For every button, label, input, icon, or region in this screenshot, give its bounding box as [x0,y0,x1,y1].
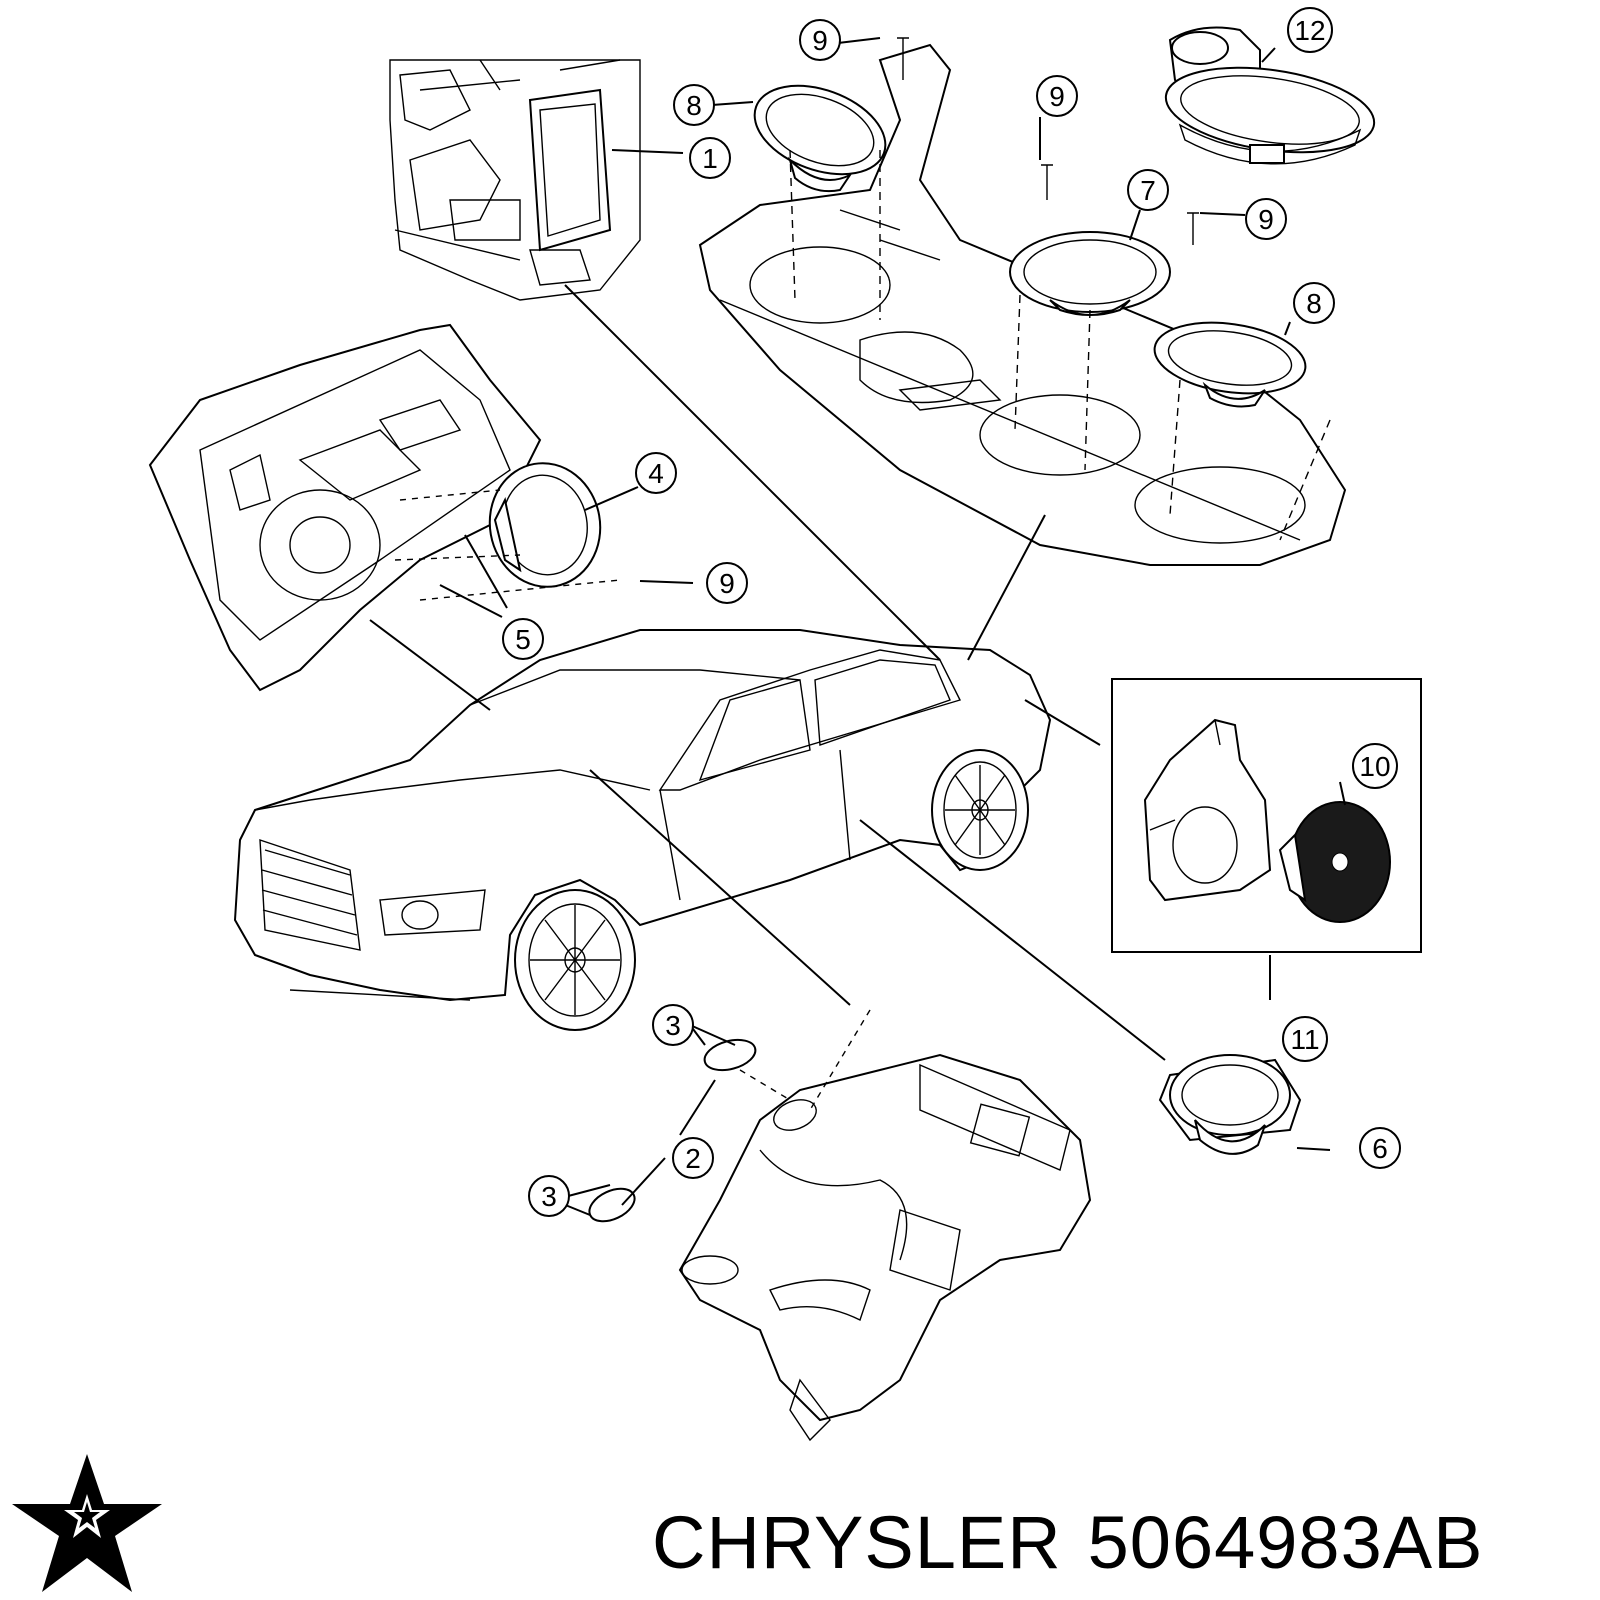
callout-8-upper: 8 [673,84,715,126]
callout-8-upper-label: 8 [686,90,702,121]
chrysler-pentastar-icon [12,1454,162,1592]
callout-3-lower-label: 3 [541,1181,557,1212]
callout-9-middle-label: 9 [1049,81,1065,112]
amplifier-assembly [389,59,641,301]
callout-9-right: 9 [1245,198,1287,240]
callout-5-label: 5 [515,624,531,655]
part-number: 5064983AB [1087,1501,1484,1584]
callout-12-label: 12 [1294,15,1325,46]
callout-8-lower: 8 [1293,282,1335,324]
callout-9-middle: 9 [1036,75,1078,117]
leader-lines [369,37,1346,1216]
callout-3-upper: 3 [652,1004,694,1046]
callout-2-label: 2 [685,1143,701,1174]
rear-door-speaker [1158,1054,1302,1155]
callout-3-upper-label: 3 [665,1010,681,1041]
callout-9-door-label: 9 [719,568,735,599]
brand-part-number: CHRYSLER 5064983AB [652,1500,1483,1585]
callout-1: 1 [689,137,731,179]
subwoofer [1164,26,1376,165]
callout-7: 7 [1127,169,1169,211]
callout-10-label: 10 [1359,751,1390,782]
callout-9-right-label: 9 [1258,204,1274,235]
front-door-panel [148,323,621,692]
callout-2: 2 [672,1137,714,1179]
callout-8-lower-label: 8 [1306,288,1322,319]
callout-1-label: 1 [702,143,718,174]
car-body [233,629,1052,1031]
inset-detail-box [1111,678,1422,953]
callout-11: 11 [1282,1016,1328,1062]
callout-6: 6 [1359,1127,1401,1169]
callout-12: 12 [1287,7,1333,53]
callout-9-top-label: 9 [812,25,828,56]
callout-3-lower: 3 [528,1175,570,1217]
callout-9-door: 9 [706,562,748,604]
callout-7-label: 7 [1140,175,1156,206]
callout-10: 10 [1352,743,1398,789]
instrument-panel [588,1009,1092,1442]
callout-9-top: 9 [799,19,841,61]
brand-name: CHRYSLER [652,1501,1062,1584]
callout-11-label: 11 [1290,1024,1319,1055]
callout-6-label: 6 [1372,1133,1388,1164]
callout-4: 4 [635,452,677,494]
rear-parcel-shelf [698,37,1347,566]
callout-4-label: 4 [648,458,664,489]
callout-5: 5 [502,618,544,660]
